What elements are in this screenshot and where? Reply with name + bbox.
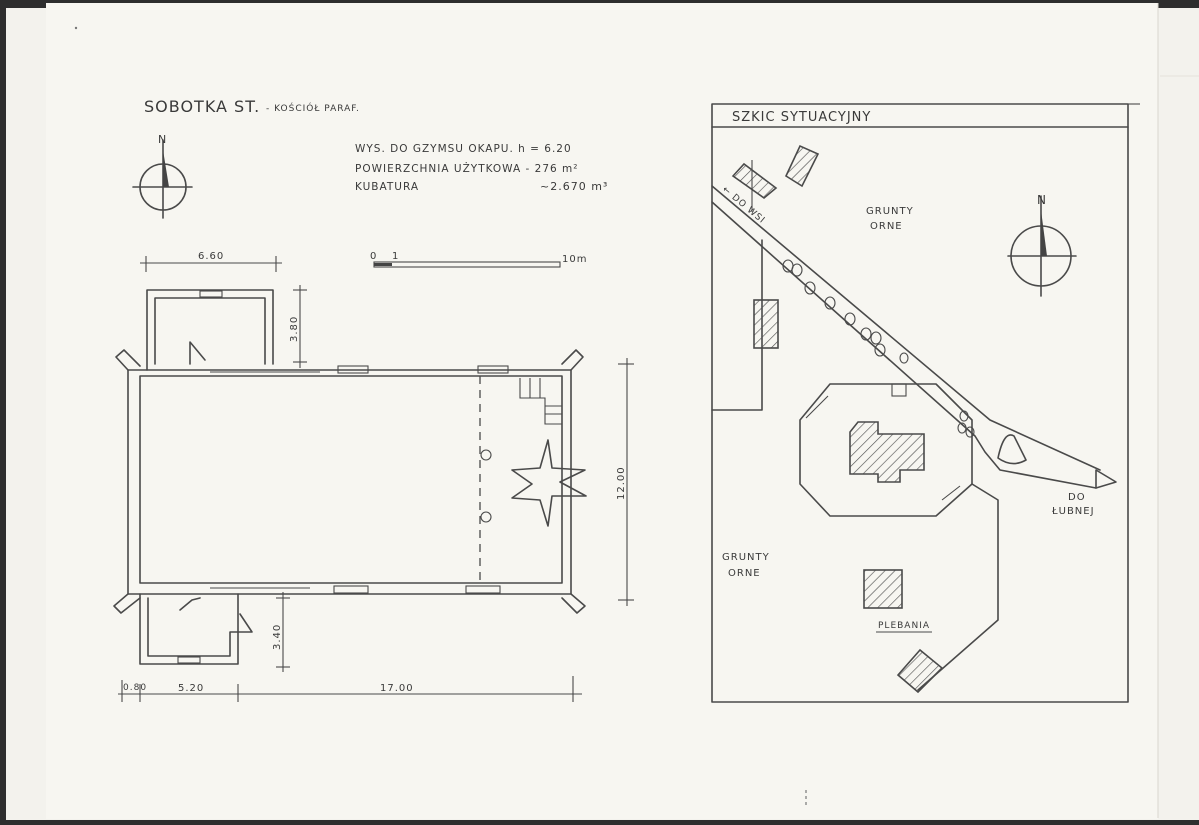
traffic-island [997,434,1027,465]
svg-text:0.80: 0.80 [123,683,147,693]
site-north-label: N [1037,193,1047,207]
site-frame [711,103,1129,703]
outbuilding [896,648,944,694]
spec-area: POWIERZCHNIA UŻYTKOWA - 276 m² [355,162,578,175]
plebania-label: PLEBANIA [878,621,930,631]
site-north-arrow-icon: N [1007,193,1077,297]
plan-subtitle: - KOŚCIÓŁ PARAF. [266,102,360,114]
to-lubnej-line1: DO [1068,492,1086,503]
dim-top-depth: 3.80 [289,285,307,368]
to-lubnej-line2: ŁUBNEJ [1051,506,1095,517]
field-top-line1: GRUNTY [866,206,914,217]
scale-zero: 0 [370,251,377,262]
svg-text:3.40: 3.40 [272,624,283,650]
tree-row [782,259,975,438]
dim-bottom-row: 0.80 5.20 17.00 [118,676,582,702]
buildings-top [731,144,820,212]
north-arrow-icon: N [132,133,193,219]
scale-one: 1 [392,251,399,262]
dim-top-width: 6.60 [140,251,282,272]
scale-end: 10m [562,254,587,265]
plan-title: SOBOTKA ST. [144,97,260,116]
field-left-line1: GRUNTY [722,552,770,563]
building-left [753,299,779,349]
left-parcel [711,239,763,411]
field-top-line2: ORNE [870,221,903,232]
spec-volume-value: ~2.670 m³ [540,180,608,193]
spec-volume-label: KUBATURA [355,181,419,193]
parish-plot [917,483,999,691]
site-sketch: SZKIC SYTUACYJNY ← DO WSI [711,103,1140,703]
field-left-line2: ORNE [728,568,761,579]
svg-text:3.80: 3.80 [289,316,300,342]
site-title: SZKIC SYTUACYJNY [732,110,871,125]
svg-text:12.00: 12.00 [616,466,627,500]
floor-plan: SOBOTKA ST. - KOŚCIÓŁ PARAF. WYS. DO GZY… [113,97,634,702]
churchyard-wall [799,383,973,517]
church-building [849,421,925,483]
svg-text:6.60: 6.60 [198,251,224,262]
svg-text:5.20: 5.20 [178,683,204,694]
plebania-building [863,569,903,609]
paper-front [46,3,1158,819]
dim-height: 12.00 [616,358,634,606]
scale-bar: 0 1 10m [370,251,587,268]
dim-bottom-depth: 3.40 [272,592,290,672]
svg-text:17.00: 17.00 [380,683,414,694]
spec-height: WYS. DO GZYMSU OKAPU. h = 6.20 [355,143,572,155]
church-walls [113,289,587,665]
plan-north-label: N [158,133,167,146]
